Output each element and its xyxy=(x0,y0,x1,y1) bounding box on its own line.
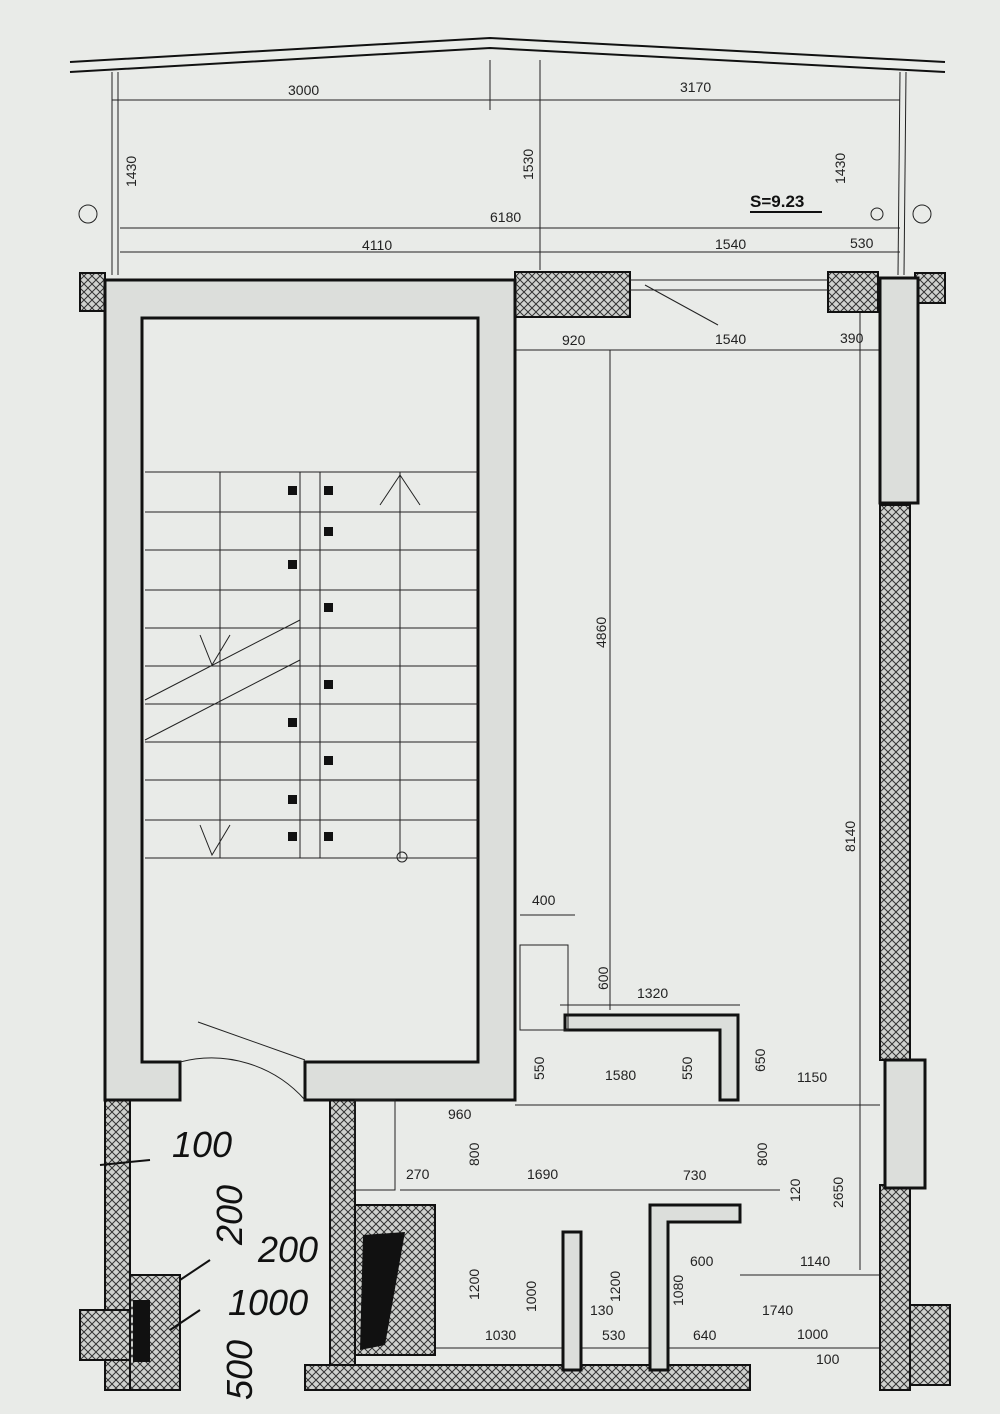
dim-6180: 6180 xyxy=(490,209,521,225)
dim-1540-top: 1540 xyxy=(715,236,746,252)
dim-4110: 4110 xyxy=(362,237,392,253)
dim-1690: 1690 xyxy=(527,1166,558,1182)
dimension-lines xyxy=(112,60,900,1349)
dim-100-small: 100 xyxy=(816,1351,840,1367)
vertical-dimensions: 1430 1530 1430 4860 8140 600 550 550 650… xyxy=(123,149,858,1312)
handwritten-annotations: 100 200 200 1000 500 xyxy=(99,1124,318,1400)
dim-v-1080: 1080 xyxy=(670,1275,686,1306)
dim-960: 960 xyxy=(448,1106,472,1122)
dim-v-1530: 1530 xyxy=(520,149,536,180)
dim-530-bottom: 530 xyxy=(602,1327,626,1343)
dim-530: 530 xyxy=(850,235,874,251)
dim-v-120: 120 xyxy=(787,1178,803,1202)
dim-v-1430-right: 1430 xyxy=(832,153,848,184)
dim-v-600: 600 xyxy=(595,966,611,990)
dim-600: 600 xyxy=(690,1253,714,1269)
dim-v-550-right: 550 xyxy=(679,1056,695,1080)
dim-1030: 1030 xyxy=(485,1327,516,1343)
dim-v-2650: 2650 xyxy=(830,1177,846,1208)
internal-partitions xyxy=(133,944,742,1372)
handwritten-100: 100 xyxy=(172,1124,232,1165)
dim-v-550-left: 550 xyxy=(531,1056,547,1080)
dim-v-1000: 1000 xyxy=(523,1281,539,1312)
dim-920: 920 xyxy=(562,332,586,348)
dim-1740: 1740 xyxy=(762,1302,793,1318)
area-label: S=9.23 xyxy=(750,192,804,211)
dim-v-1200-right: 1200 xyxy=(607,1271,623,1302)
handwritten-500-rotated: 500 xyxy=(219,1340,260,1400)
horizontal-dimensions: 3000 3170 6180 4110 1540 530 920 1540 39… xyxy=(288,79,874,1367)
top-edge xyxy=(69,36,946,276)
handwritten-200-rotated: 200 xyxy=(209,1185,250,1246)
dim-v-1430-left: 1430 xyxy=(123,156,139,187)
handwritten-200: 200 xyxy=(257,1229,318,1270)
right-wall-elements xyxy=(630,276,927,1190)
staircase xyxy=(144,471,478,863)
dim-1540-window: 1540 xyxy=(715,331,746,347)
handwritten-1000: 1000 xyxy=(228,1282,308,1323)
dim-400: 400 xyxy=(532,892,556,908)
dim-v-650: 650 xyxy=(752,1048,768,1072)
dim-1320: 1320 xyxy=(637,985,668,1001)
dim-v-1200-left: 1200 xyxy=(466,1269,482,1300)
stair-core-wall xyxy=(103,278,517,1102)
dim-v-800-left: 800 xyxy=(466,1142,482,1166)
dim-390: 390 xyxy=(840,330,864,346)
dim-730: 730 xyxy=(683,1167,707,1183)
dim-270: 270 xyxy=(406,1166,430,1182)
dim-1000: 1000 xyxy=(797,1326,828,1342)
dim-3000: 3000 xyxy=(288,82,319,98)
dim-v-4860: 4860 xyxy=(593,617,609,648)
dim-1140: 1140 xyxy=(800,1253,830,1269)
dim-3170: 3170 xyxy=(680,79,711,95)
dim-640: 640 xyxy=(693,1327,717,1343)
dim-1580: 1580 xyxy=(605,1067,636,1083)
dim-1150: 1150 xyxy=(797,1069,827,1085)
dim-v-800-right: 800 xyxy=(754,1142,770,1166)
dim-v-8140: 8140 xyxy=(842,821,858,852)
dim-130: 130 xyxy=(590,1302,614,1318)
